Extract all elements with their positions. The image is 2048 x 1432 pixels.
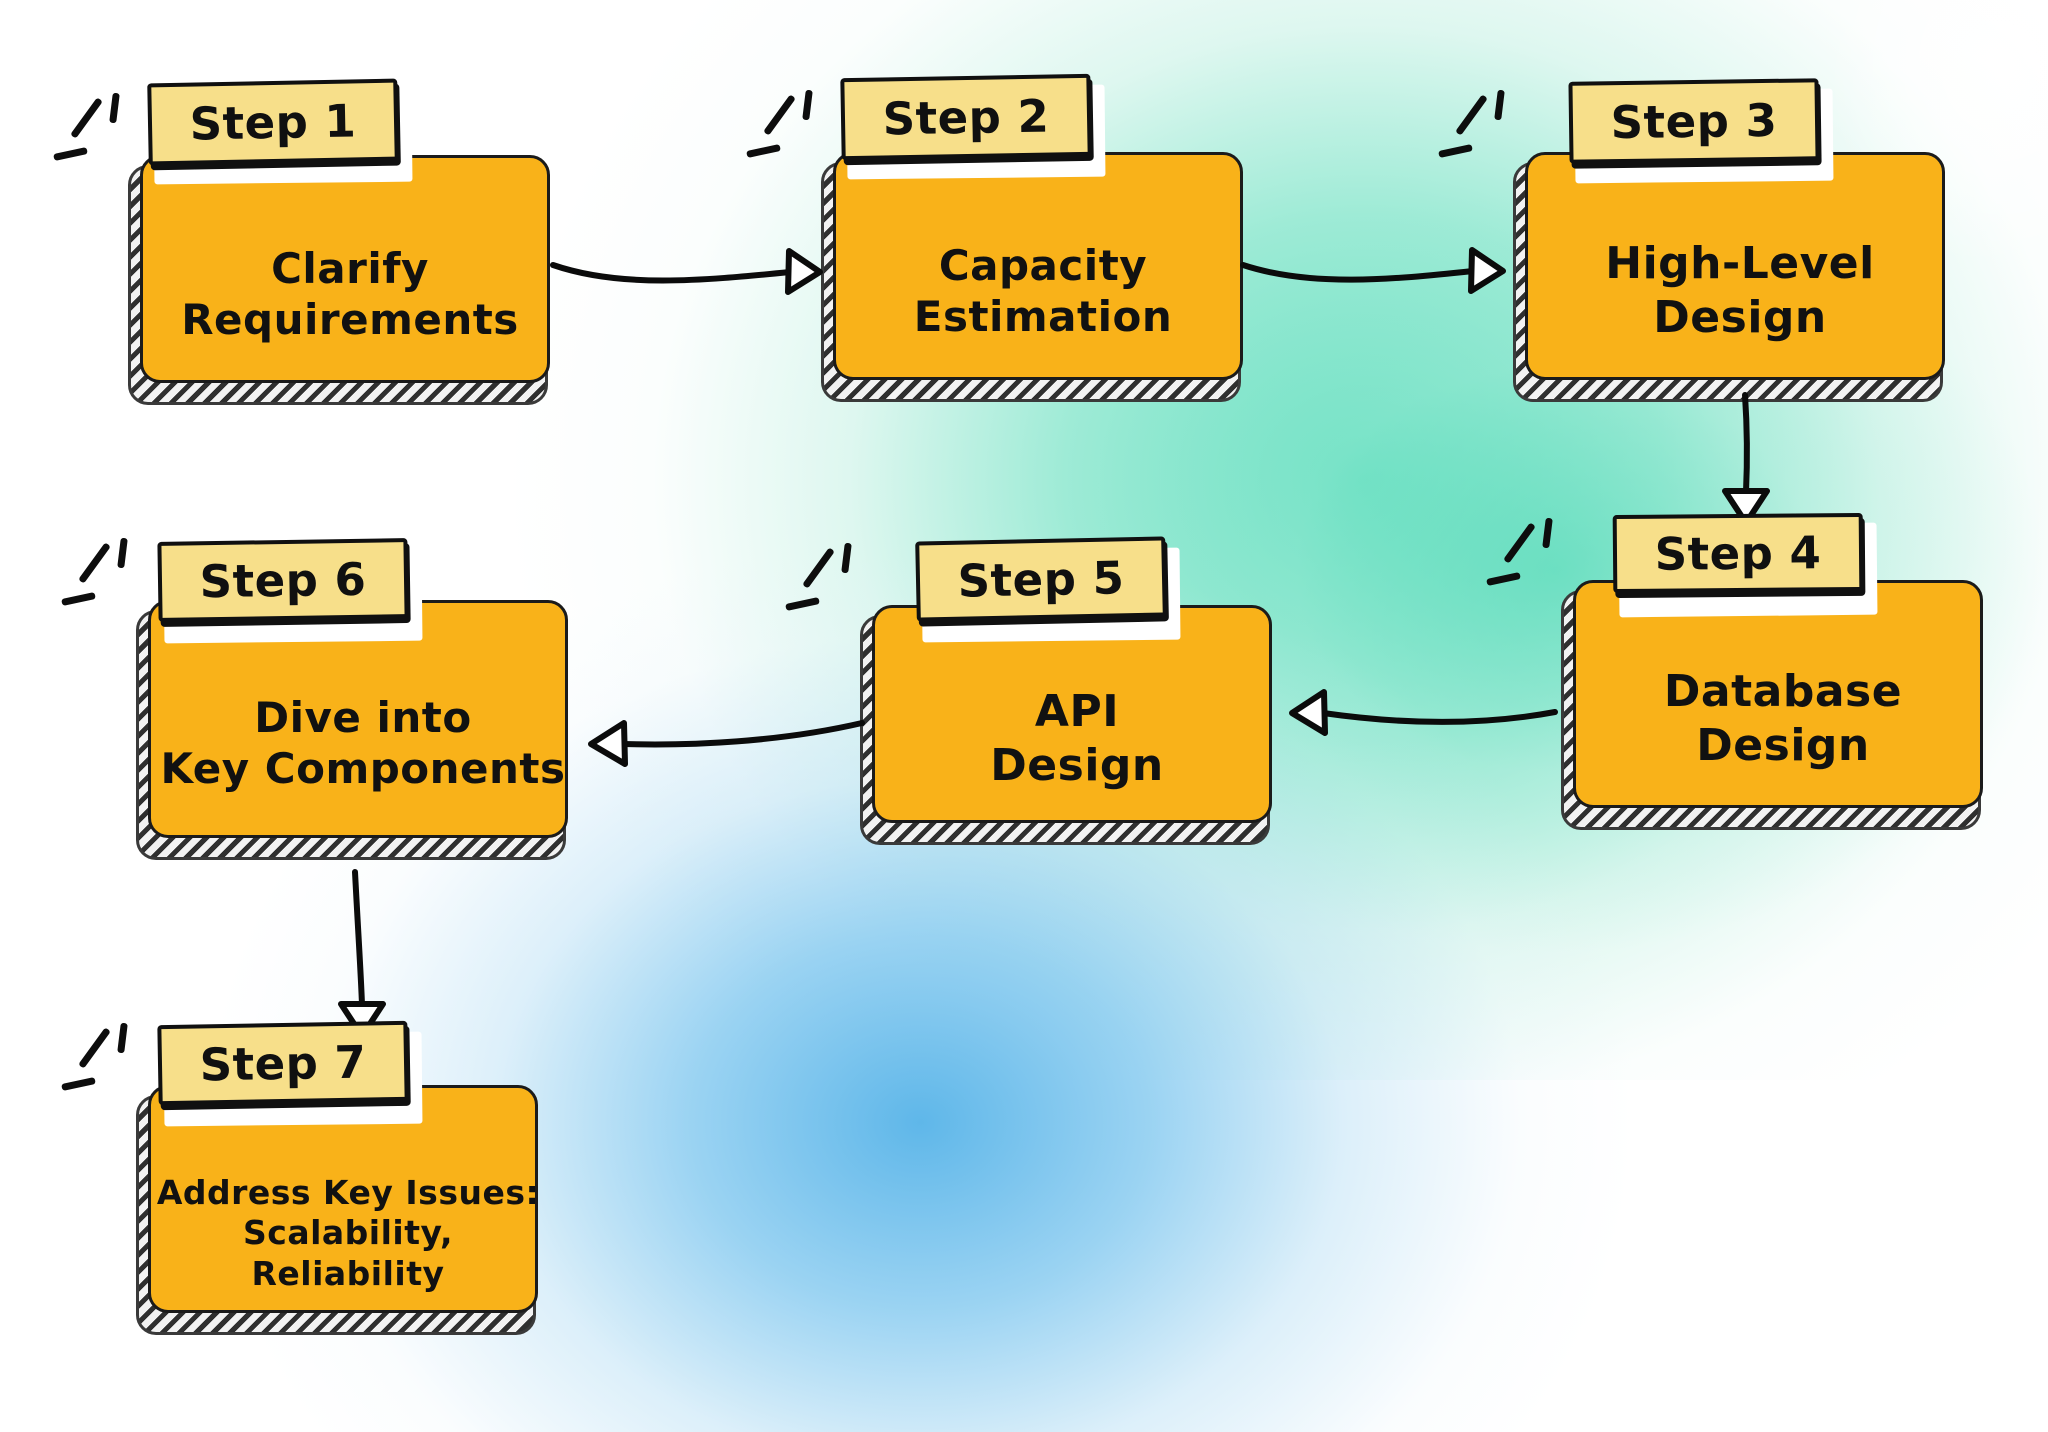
node-step3-label[interactable]: Step 3 [1568,78,1820,164]
sparkle-icon-step7 [61,1022,145,1103]
node-step3-body[interactable] [1525,152,1945,380]
node-step5[interactable]: API Design Step 5 [785,536,1282,845]
node-step4[interactable]: Database Design Step 4 [1486,512,1993,830]
node-step7-label-tab[interactable]: Step 7 [157,1020,423,1127]
sparkle-icon-step1 [53,92,137,173]
node-step1[interactable]: Clarify Requirements Step 1 [53,78,560,405]
sparkle-icon-step3 [1438,89,1522,170]
node-step5-label[interactable]: Step 5 [915,536,1167,622]
sparkle-icon-step6 [61,537,145,618]
sparkle-icon-step4 [1486,517,1570,598]
sparkle-icon-step2 [746,89,830,170]
background-white-bottom-right [1508,892,2048,1432]
node-step6-label[interactable]: Step 6 [157,538,409,622]
node-step1-label-tab[interactable]: Step 1 [147,78,413,185]
node-step7-label[interactable]: Step 7 [157,1020,409,1106]
node-step1-label[interactable]: Step 1 [147,78,399,166]
node-step2-label-tab[interactable]: Step 2 [840,73,1106,180]
node-step3-label-tab[interactable]: Step 3 [1568,78,1834,184]
node-step2[interactable]: Capacity Estimation Step 2 [746,73,1253,402]
node-step2-label[interactable]: Step 2 [840,73,1092,161]
node-step7[interactable]: Address Key Issues: Scalability, Reliabi… [61,1020,548,1335]
node-step3[interactable]: High-Level Design Step 3 [1438,78,1955,402]
node-step4-label-tab[interactable]: Step 4 [1612,512,1878,618]
node-step5-label-tab[interactable]: Step 5 [915,536,1181,643]
node-step4-label[interactable]: Step 4 [1612,512,1864,594]
node-step6-label-tab[interactable]: Step 6 [157,538,423,644]
sparkle-icon-step5 [785,542,869,623]
node-step1-body[interactable] [140,155,550,383]
node-step6[interactable]: Dive into Key Components Step 6 [61,537,578,860]
node-step2-body[interactable] [833,152,1243,380]
